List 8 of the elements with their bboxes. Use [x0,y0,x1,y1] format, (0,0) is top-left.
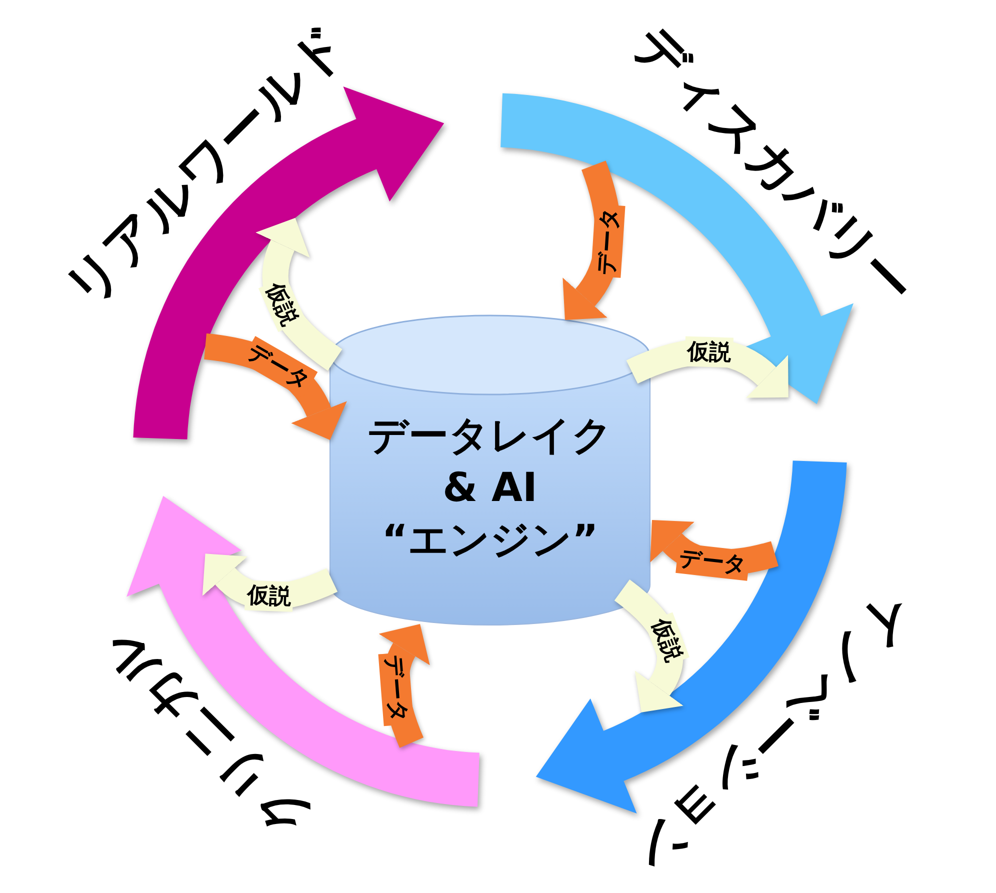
edge-label: データ [590,204,626,278]
arrow [614,580,684,714]
edge-label: 仮説 [684,336,734,368]
edge-label: 仮説 [244,580,294,612]
arrow [254,217,343,371]
phase-label: クリニカル [90,618,322,852]
edge-label: データ [378,652,414,726]
cylinder-label: データレイク & AI “エンジン” [366,412,614,565]
